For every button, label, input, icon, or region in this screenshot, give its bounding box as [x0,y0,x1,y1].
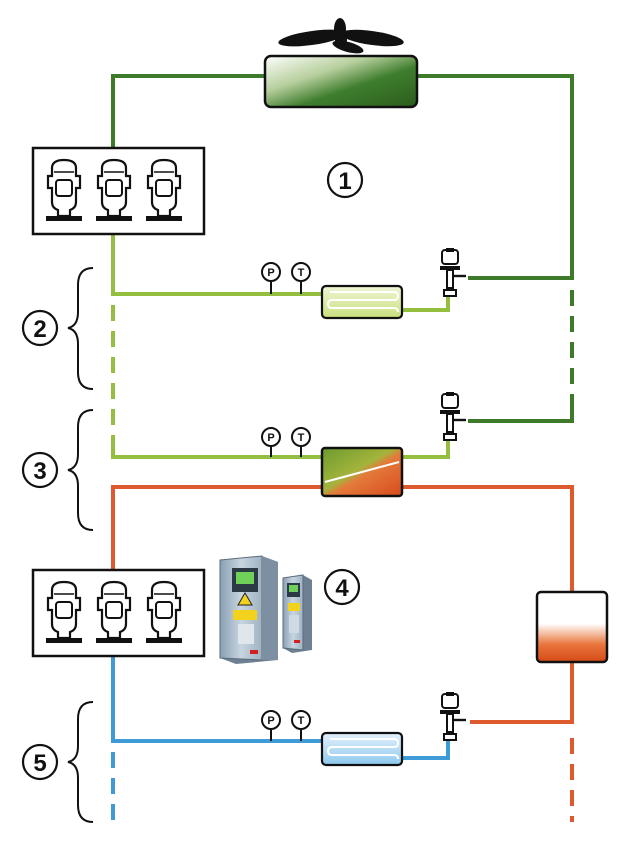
compressor-rack-top [31,146,206,236]
evaporator-green [320,284,404,320]
bracket-icon [67,267,94,823]
pressure-sensor-icon: P [267,432,274,444]
temperature-sensor-icon: T [298,715,305,727]
pressure-sensor-icon: P [267,715,274,727]
expansion-valve-icon [438,692,468,742]
pressure-sensor-icon: P [267,267,274,279]
circuit-5-piping [111,654,450,822]
circuit-label-5: 5 [21,743,59,781]
expansion-valve-icon [438,392,468,442]
compressor-rack-bottom [31,568,206,658]
circuit-label-1: 1 [326,161,364,199]
svg-text:4: 4 [335,575,349,602]
circuit-1-piping [111,74,574,423]
sensor-pair-2: P T [261,427,311,457]
svg-text:2: 2 [33,316,46,343]
condenser-icon [263,54,419,109]
receiver-tank-icon [535,590,609,664]
circuit-label-2: 2 [21,309,59,347]
svg-text:5: 5 [33,750,46,777]
expansion-valve-icon [438,248,468,298]
sensor-pair-3: P T [261,710,311,741]
fan-icon [278,18,404,54]
svg-text:3: 3 [33,458,46,485]
circuit-label-4: 4 [323,568,361,606]
sensor-pair-1: P T [261,262,311,294]
circuit-2-3-piping [111,232,450,459]
svg-text:1: 1 [338,168,351,195]
circuit-4-piping [111,485,574,822]
temperature-sensor-icon: T [298,432,305,444]
temperature-sensor-icon: T [298,267,305,279]
evaporator-blue [320,731,404,767]
heat-exchanger-icon [320,446,404,498]
circuit-label-3: 3 [21,451,59,489]
frequency-drive-icon [219,555,312,664]
